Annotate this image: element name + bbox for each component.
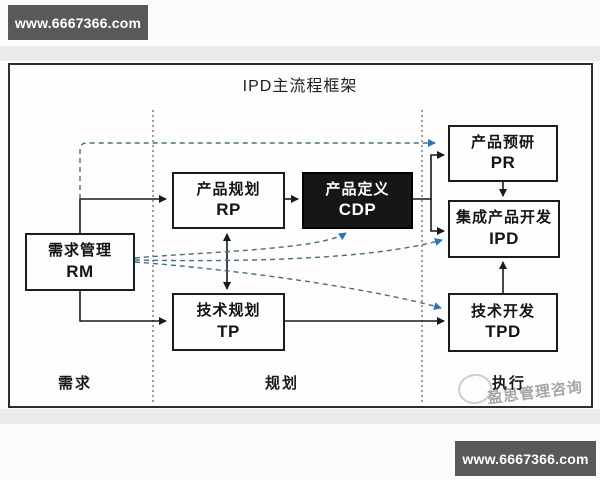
node-technology-development: 技术开发 TPD — [448, 293, 558, 352]
arrow-cdp-to-ipd — [430, 199, 445, 235]
node-label-zh: 产品规划 — [196, 180, 261, 198]
node-label-en: IPD — [489, 228, 519, 248]
arrow-cdp-to-pr — [413, 151, 445, 200]
node-label-en: RP — [216, 200, 241, 220]
node-label-en: CDP — [338, 200, 377, 220]
node-product-planning: 产品规划 RP — [172, 172, 285, 229]
top-shade-band — [0, 46, 600, 61]
node-label-zh: 技术规划 — [196, 302, 261, 319]
arrow-rm-to-tp — [79, 290, 167, 325]
node-requirements-management: 需求管理 RM — [25, 233, 135, 291]
section-label-execution: 执行 — [491, 375, 526, 392]
watermark-badge-top: www.6667366.com — [8, 5, 148, 40]
node-product-definition: 产品定义 CDP — [302, 172, 413, 229]
node-product-preresearch: 产品预研 PR — [448, 125, 558, 182]
bottom-shade-band — [0, 409, 600, 424]
node-label-zh: 需求管理 — [47, 242, 112, 259]
node-technology-planning: 技术规划 TP — [172, 293, 285, 351]
node-label-zh: 集成产品开发 — [455, 209, 552, 226]
section-label-planning: 规划 — [264, 375, 299, 392]
node-label-en: PR — [490, 153, 516, 173]
node-label-zh: 产品定义 — [325, 180, 390, 198]
diagram-title: IPD主流程框架 — [242, 78, 358, 95]
dashed-arrow-rm-to-pr — [79, 139, 436, 199]
node-label-en: RM — [66, 261, 94, 281]
node-label-en: TPD — [485, 322, 521, 342]
node-label-en: TP — [217, 321, 240, 341]
dashed-arrow-rm-to-cdp — [134, 232, 347, 259]
node-label-zh: 产品预研 — [470, 133, 535, 151]
watermark-badge-bottom: www.6667366.com — [455, 441, 596, 476]
dashed-arrow-rm-to-tpd — [134, 261, 442, 310]
dashed-arrow-rm-to-ipd — [134, 238, 443, 262]
node-integrated-product-development: 集成产品开发 IPD — [448, 200, 560, 258]
section-label-requirements: 需求 — [57, 375, 92, 392]
node-label-zh: 技术开发 — [470, 302, 535, 320]
